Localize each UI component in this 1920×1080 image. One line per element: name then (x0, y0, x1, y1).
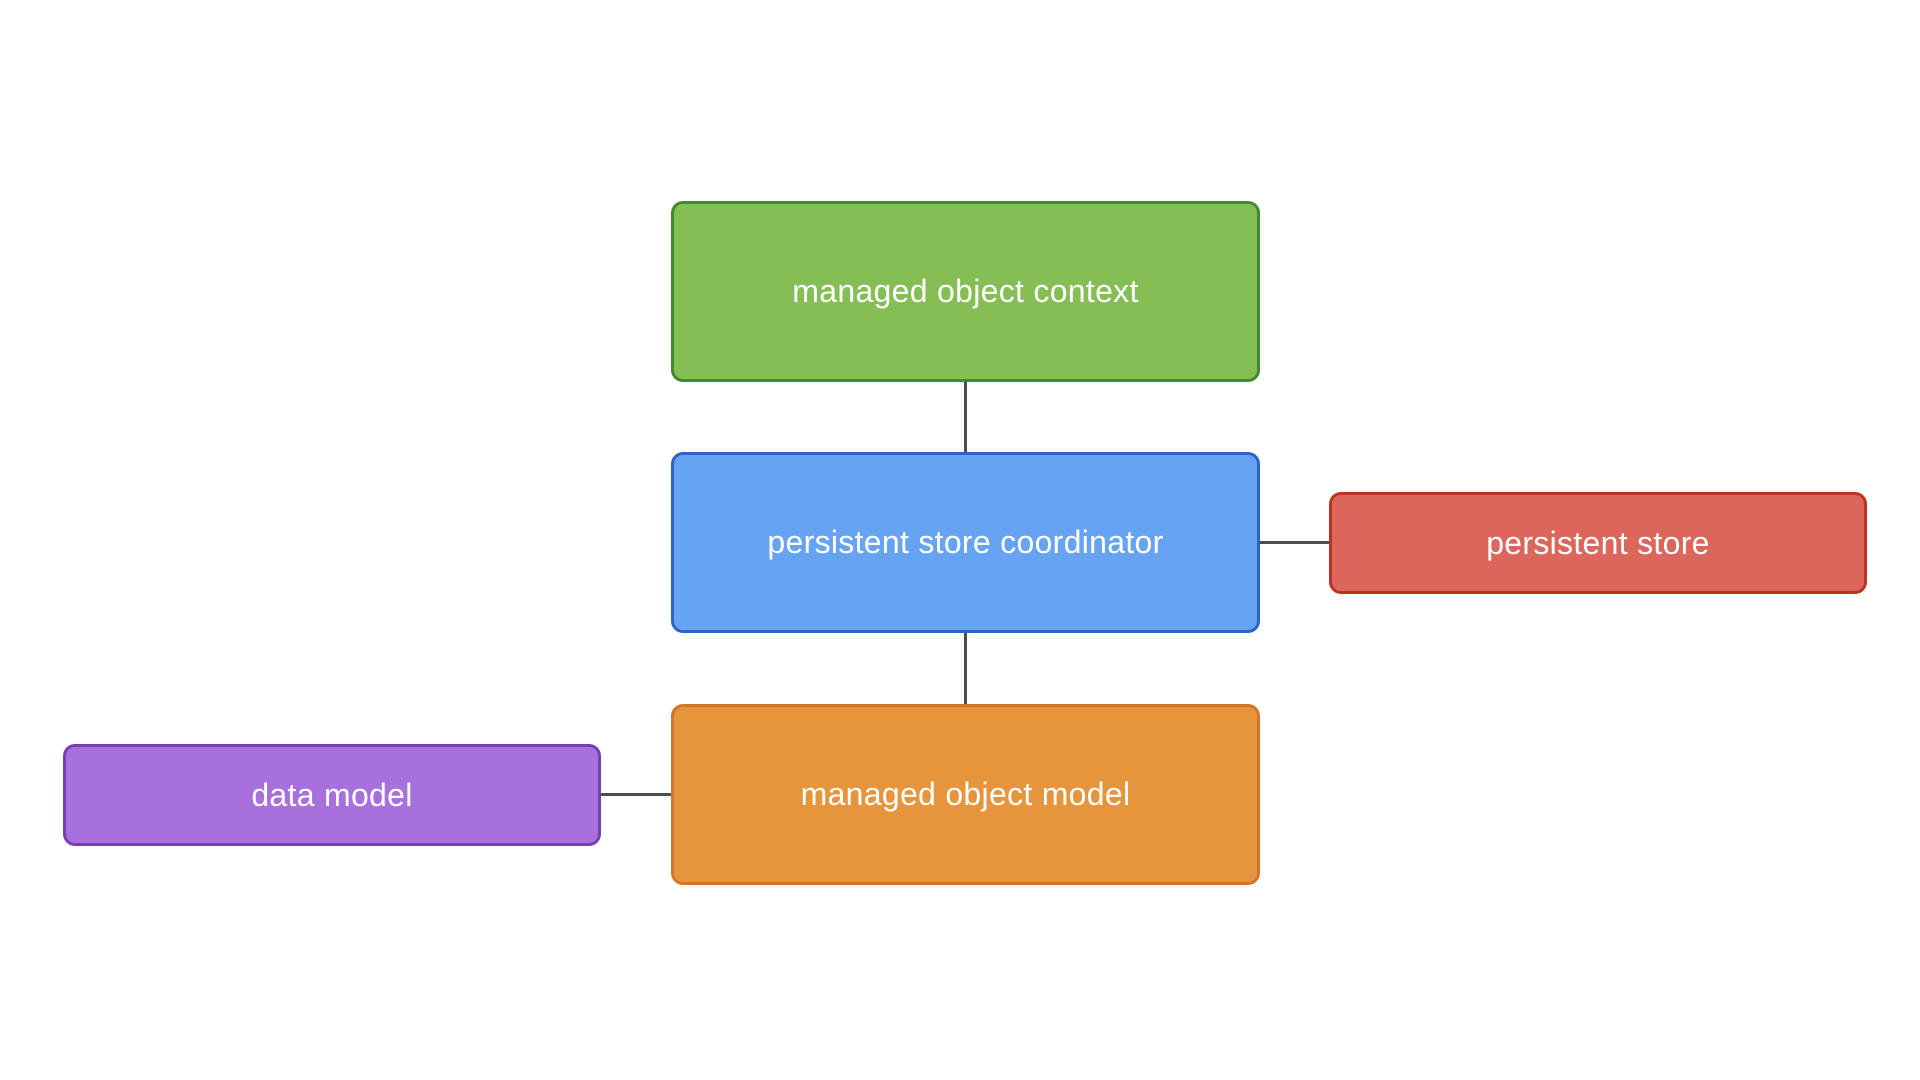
node-label: persistent store coordinator (767, 524, 1164, 560)
node-label: persistent store (1486, 524, 1710, 561)
node-managed-object-model: managed object model (671, 704, 1260, 885)
edge-datamodel-to-model (601, 793, 671, 796)
node-data-model: data model (63, 744, 601, 846)
node-persistent-store: persistent store (1329, 492, 1867, 594)
node-label: managed object model (800, 776, 1131, 812)
edge-context-to-coordinator (964, 382, 967, 452)
edge-coordinator-to-model (964, 633, 967, 704)
node-label: managed object context (792, 273, 1139, 309)
node-persistent-store-coordinator: persistent store coordinator (671, 452, 1260, 633)
edge-coordinator-to-store (1260, 541, 1329, 544)
node-label: data model (251, 776, 413, 813)
node-managed-object-context: managed object context (671, 201, 1260, 382)
